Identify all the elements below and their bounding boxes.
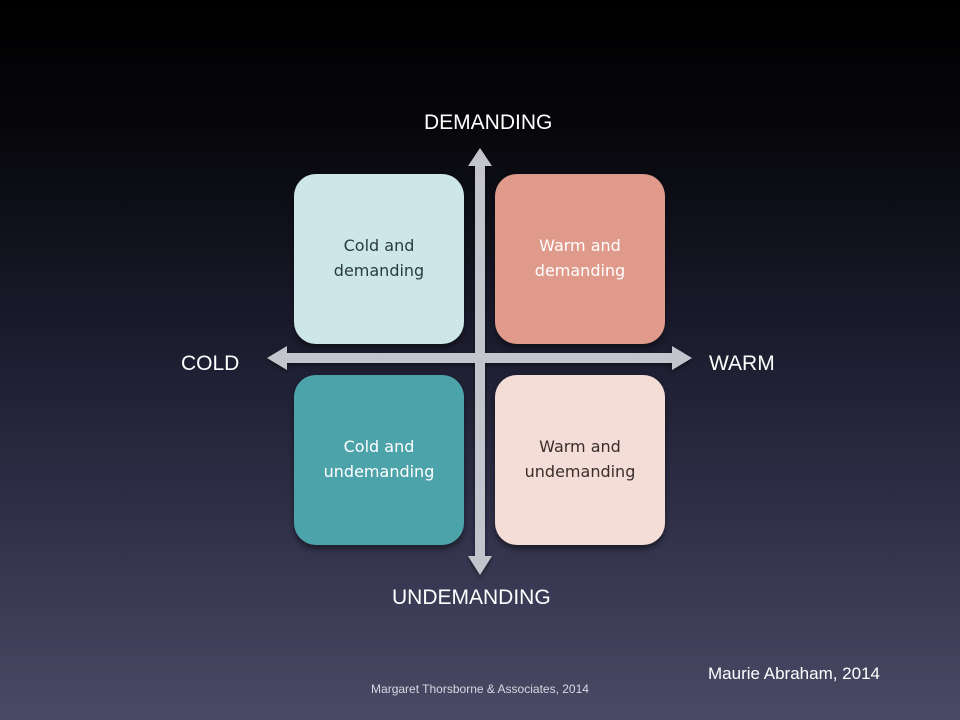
axis-label-demanding: DEMANDING [424, 111, 553, 134]
quadrant-cold-undemanding: Cold and undemanding [294, 375, 464, 545]
quadrant-label: Cold and undemanding [323, 437, 435, 481]
quadrant-cold-demanding: Cold and demanding [294, 174, 464, 344]
quadrant-warm-demanding: Warm and demanding [495, 174, 665, 344]
quadrant-label: Warm and demanding [534, 236, 626, 280]
quadrant-label: Warm and undemanding [524, 437, 636, 481]
axis-label-warm: WARM [709, 352, 775, 375]
axis-label-undemanding: UNDEMANDING [392, 586, 551, 609]
footer-credit: Margaret Thorsborne & Associates, 2014 [371, 682, 589, 696]
axis-label-cold: COLD [181, 352, 240, 375]
author-credit: Maurie Abraham, 2014 [708, 664, 880, 683]
quadrant-warm-undemanding: Warm and undemanding [495, 375, 665, 545]
horizontal-axis-arrow [267, 346, 692, 370]
quadrant-label: Cold and demanding [333, 236, 425, 280]
